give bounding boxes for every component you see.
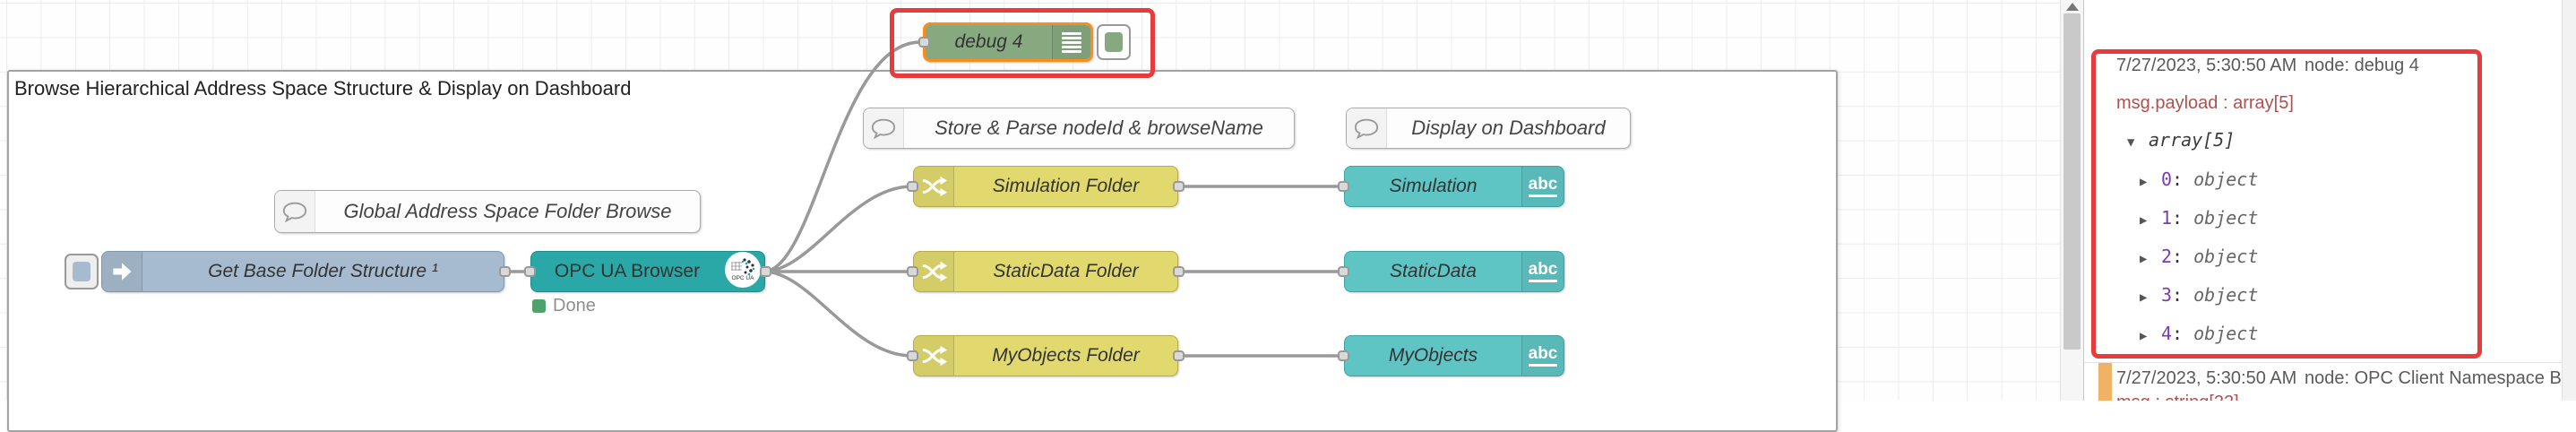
- caret-right-icon[interactable]: ▶: [2140, 175, 2148, 189]
- debug-msg-source: node: OPC Client Namespace Brow: [2305, 368, 2576, 388]
- input-port[interactable]: [1338, 266, 1349, 277]
- switch-label: Simulation Folder: [992, 176, 1140, 196]
- input-port[interactable]: [524, 266, 536, 277]
- output-port[interactable]: [1173, 266, 1185, 277]
- debug-msg-source: node: debug 4: [2305, 56, 2419, 75]
- scrollbar-thumb[interactable]: [2063, 13, 2081, 350]
- debug-list-icon: [1052, 25, 1090, 59]
- group-title: Browse Hierarchical Address Space Struct…: [14, 77, 632, 99]
- caret-right-icon[interactable]: ▶: [2140, 290, 2148, 305]
- svg-text:OPC UA: OPC UA: [732, 275, 755, 281]
- switch-node-myobjects-folder[interactable]: MyObjects Folder: [907, 335, 1185, 376]
- switch-icon: [914, 167, 954, 206]
- opcua-browser-node[interactable]: OPC UA Browser OPC UA: [524, 251, 771, 292]
- debug-sidebar: 7/27/2023, 5:30:50 AM node: debug 4 msg.…: [2083, 0, 2576, 401]
- input-port[interactable]: [907, 181, 918, 192]
- input-port[interactable]: [907, 350, 918, 361]
- abc-text-icon: abc: [1521, 167, 1564, 206]
- caret-down-icon[interactable]: ▼: [2127, 135, 2135, 150]
- output-port[interactable]: [1173, 350, 1185, 361]
- uitext-node-staticdata[interactable]: StaticData abc: [1338, 251, 1564, 292]
- flow-canvas[interactable]: Browse Hierarchical Address Space Struct…: [0, 0, 2060, 432]
- debug-toggle-inner: [1105, 32, 1123, 52]
- node-status: Done: [532, 296, 596, 316]
- switch-label: StaticData Folder: [993, 261, 1139, 281]
- uitext-node-myobjects[interactable]: MyObjects abc: [1338, 335, 1564, 376]
- comment-label: Global Address Space Folder Browse: [343, 200, 672, 222]
- debug-node[interactable]: debug 4: [918, 22, 1093, 62]
- caret-right-icon[interactable]: ▶: [2140, 252, 2148, 266]
- input-port[interactable]: [907, 266, 918, 277]
- output-port[interactable]: [499, 266, 511, 277]
- canvas-vertical-scrollbar[interactable]: [2060, 0, 2084, 401]
- uitext-node-simulation[interactable]: Simulation abc: [1338, 166, 1564, 207]
- opcua-logo-icon: OPC UA: [723, 251, 764, 292]
- uitext-label: Simulation: [1389, 176, 1478, 196]
- debug-label: debug 4: [954, 31, 1023, 52]
- debug-tree-root-row[interactable]: ▼array[5]: [2127, 129, 2236, 151]
- switch-icon: [914, 252, 954, 291]
- abc-text-icon: abc: [1521, 252, 1564, 291]
- inject-arrow-icon: [102, 252, 142, 291]
- sidebar-scroll-gutter[interactable]: [2562, 0, 2576, 401]
- comment-label: Display on Dashboard: [1411, 117, 1606, 139]
- message-divider: [2084, 362, 2576, 363]
- inject-label: Get Base Folder Structure ¹: [208, 261, 438, 281]
- debug-tree-item[interactable]: ▶4: object: [2140, 323, 2259, 344]
- comment-label: Store & Parse nodeId & browseName: [935, 117, 1263, 139]
- caret-right-icon[interactable]: ▶: [2140, 213, 2148, 228]
- debug-tree-item[interactable]: ▶1: object: [2140, 207, 2259, 229]
- debug-tree-item[interactable]: ▶2: object: [2140, 246, 2259, 267]
- abc-text-icon: abc: [1521, 336, 1564, 376]
- debug-msg-timestamp: 7/27/2023, 5:30:50 AM: [2116, 368, 2297, 388]
- comment-bubble-icon: [864, 108, 904, 148]
- comment-bubble-icon: [275, 191, 315, 232]
- inject-button-inner: [73, 262, 90, 281]
- message-accent-bar: [2098, 363, 2112, 401]
- switch-node-simulation-folder[interactable]: Simulation Folder: [907, 166, 1185, 207]
- input-port[interactable]: [1338, 181, 1349, 192]
- status-text: Done: [553, 296, 596, 315]
- comment-node-store-parse[interactable]: Store & Parse nodeId & browseName: [863, 108, 1295, 149]
- caret-right-icon[interactable]: ▶: [2140, 329, 2148, 343]
- inject-button[interactable]: [65, 254, 99, 289]
- opcua-browser-label: OPC UA Browser: [554, 261, 701, 281]
- status-dot-icon: [532, 299, 546, 313]
- debug-tree-item[interactable]: ▶0: object: [2140, 168, 2259, 190]
- switch-icon: [914, 336, 954, 376]
- switch-label: MyObjects Folder: [992, 345, 1140, 366]
- output-port[interactable]: [760, 266, 771, 277]
- output-port[interactable]: [1173, 181, 1185, 192]
- debug-tree-item[interactable]: ▶3: object: [2140, 284, 2259, 306]
- switch-node-staticdata-folder[interactable]: StaticData Folder: [907, 251, 1185, 292]
- comment-bubble-icon: [1347, 108, 1387, 148]
- debug-toggle-button[interactable]: [1097, 24, 1131, 60]
- debug-msg-timestamp: 7/27/2023, 5:30:50 AM: [2116, 56, 2297, 75]
- debug-msg-property: msg : string[22]: [2116, 393, 2239, 401]
- comment-node-display-dashboard[interactable]: Display on Dashboard: [1346, 108, 1631, 149]
- input-port[interactable]: [1338, 350, 1349, 361]
- inject-node[interactable]: Get Base Folder Structure ¹: [101, 251, 511, 292]
- scroll-up-arrow-icon[interactable]: [2066, 3, 2079, 11]
- comment-node-global-browse[interactable]: Global Address Space Folder Browse: [274, 190, 701, 233]
- input-port[interactable]: [918, 37, 930, 48]
- uitext-label: MyObjects: [1388, 345, 1478, 366]
- debug-msg-property: msg.payload : array[5]: [2116, 93, 2294, 113]
- uitext-label: StaticData: [1390, 261, 1477, 281]
